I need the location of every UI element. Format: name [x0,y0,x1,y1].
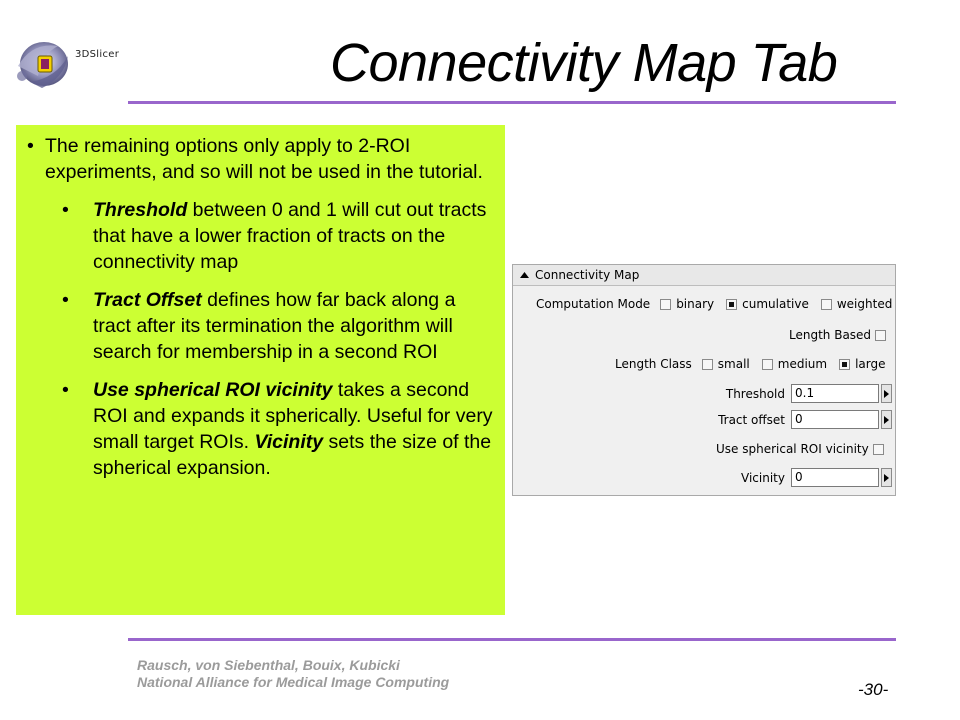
threshold-row: Threshold 0.1 [655,384,892,403]
option-small-label: small [717,357,750,371]
option-medium[interactable]: medium [761,357,828,371]
vicinity-arrow-button[interactable] [881,468,892,487]
panel-body: Computation Mode binary cumulative weigh… [513,286,895,496]
checkbox-binary[interactable] [660,298,672,310]
bullet-dot: • [62,289,69,311]
tract-offset-input[interactable]: 0 [791,410,879,429]
checkbox-medium[interactable] [761,358,773,370]
slide-title: Connectivity Map Tab [330,33,838,93]
spherical-vicinity-label: Use spherical ROI vicinity [716,442,869,456]
page-number: -30- [858,680,889,699]
bullet-tract-offset: • Tract Offset defines how far back along… [62,287,497,365]
vicinity-label: Vicinity [741,470,785,485]
tract-offset-description: defines how far back along a tract after… [93,289,456,363]
checkbox-spherical-vicinity[interactable] [872,443,884,455]
option-medium-label: medium [777,357,828,371]
slicer-logo-icon [17,42,68,88]
spherical-vicinity-row[interactable]: Use spherical ROI vicinity [716,442,889,456]
tract-offset-label: Tract offset [718,412,785,427]
option-large[interactable]: large [839,357,886,371]
footer-divider [128,638,896,641]
vicinity-input[interactable]: 0 [791,468,879,487]
arrow-right-icon [884,415,889,424]
length-based-row[interactable]: Length Based [789,328,891,342]
tract-offset-arrow-button[interactable] [881,410,892,429]
option-cumulative-label: cumulative [742,297,809,311]
length-based-label: Length Based [789,328,872,342]
arrow-right-icon [884,389,889,398]
collapse-arrow-icon[interactable] [517,268,531,282]
option-binary[interactable]: binary [660,297,714,311]
vicinity-row: Vicinity 0 [655,468,892,487]
footer-authors: Rausch, von Siebenthal, Bouix, Kubicki [137,657,400,673]
bullet-spherical: • Use spherical ROI vicinity takes a seco… [62,377,497,481]
checkbox-small[interactable] [701,358,713,370]
option-binary-label: binary [676,297,715,311]
panel-title: Connectivity Map [535,268,640,282]
term-spherical: Use spherical ROI vicinity [93,379,333,401]
length-class-row: Length Class small medium large [615,357,886,371]
computation-mode-label: Computation Mode [536,297,651,311]
arrow-right-icon [884,473,889,482]
threshold-label: Threshold [725,386,785,401]
checkbox-length-based[interactable] [875,329,887,341]
connectivity-map-panel: Connectivity Map Computation Mode binary… [512,264,896,496]
bullet-intro: The remaining options only apply to 2-RO… [26,133,497,185]
option-large-label: large [855,357,886,371]
option-small[interactable]: small [701,357,750,371]
spherical-description: takes a second ROI and expands it spheri… [93,379,493,453]
term-tract-offset: Tract Offset [93,289,202,311]
logo-text: 3DSlicer [75,49,120,60]
bullet-dot: • [62,379,69,401]
threshold-arrow-button[interactable] [881,384,892,403]
term-vicinity: Vicinity [254,431,324,453]
bullet-dot: • [62,199,69,221]
bullet-intro-text: The remaining options only apply to 2-RO… [45,135,483,183]
threshold-input[interactable]: 0.1 [791,384,879,403]
content-box: The remaining options only apply to 2-RO… [16,125,505,615]
option-weighted[interactable]: weighted [820,297,893,311]
vicinity-description: sets the size of the spherical expansion… [93,431,492,479]
computation-mode-row: Computation Mode binary cumulative weigh… [536,297,892,311]
title-divider [128,101,896,104]
term-threshold: Threshold [93,199,188,221]
checkbox-large[interactable] [839,358,851,370]
checkbox-cumulative[interactable] [726,298,738,310]
slicer-logo: 3DSlicer [12,32,162,92]
footer-organization: National Alliance for Medical Image Comp… [137,674,450,690]
tract-offset-row: Tract offset 0 [655,410,892,429]
checkbox-weighted[interactable] [820,298,832,310]
threshold-description: between 0 and 1 will cut out tracts that… [93,199,487,273]
panel-header[interactable]: Connectivity Map [513,265,895,286]
length-class-label: Length Class [615,357,692,371]
option-cumulative[interactable]: cumulative [726,297,809,311]
bullet-threshold: • Threshold between 0 and 1 will cut out … [62,197,497,275]
option-weighted-label: weighted [836,297,893,311]
